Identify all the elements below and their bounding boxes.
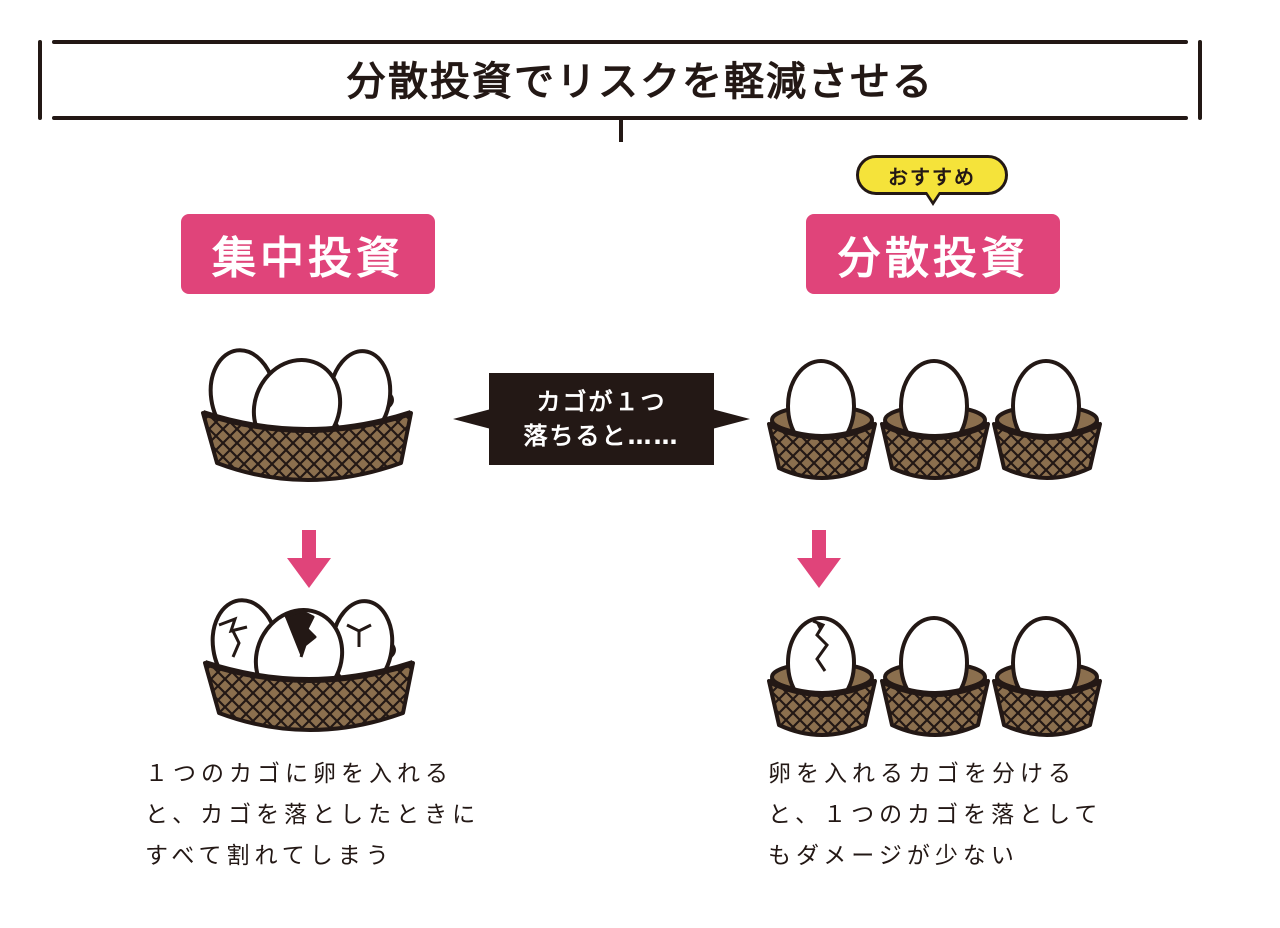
concentrated-caption: １つのカゴに卵を入れる と、カゴを落としたときに すべて割れてしまう (145, 754, 480, 877)
concentrated-investment-label: 集中投資 (181, 214, 435, 294)
title-connector (619, 120, 623, 142)
callout-arrow-right (712, 409, 750, 429)
single-basket-cracked-illustration (203, 598, 415, 732)
callout-arrow-left (453, 409, 491, 429)
single-basket-full-illustration (201, 348, 413, 482)
title-frame-left (38, 40, 42, 120)
basket-with-egg-2 (880, 359, 990, 480)
basket-with-egg-2-after (880, 616, 990, 737)
callout-line-1: カゴが１つ (536, 388, 667, 416)
title-frame-bottom (52, 116, 1188, 120)
caption-line: すべて割れてしまう (145, 843, 394, 869)
basket-with-egg-1 (767, 359, 877, 480)
caption-line: と、カゴを落としたときに (145, 802, 481, 828)
title-frame-right (1198, 40, 1202, 120)
page-title: 分散投資でリスクを軽減させる (346, 59, 934, 105)
diversified-investment-label: 分散投資 (806, 214, 1060, 294)
caption-line: １つのカゴに卵を入れる (145, 761, 453, 787)
down-arrow-icon (287, 530, 331, 588)
basket-with-egg-3-after (992, 616, 1102, 737)
callout-line-2: 落ちると…… (523, 422, 680, 450)
drop-basket-callout: カゴが１つ 落ちると…… (489, 373, 714, 465)
down-arrow-icon (797, 530, 841, 588)
diversified-caption: 卵を入れるカゴを分ける と、１つのカゴを落として もダメージが少ない (768, 754, 1102, 877)
recommend-badge: おすすめ (856, 155, 1008, 195)
caption-line: もダメージが少ない (768, 843, 1019, 869)
basket-with-cracked-egg (767, 616, 877, 737)
basket-with-egg-3 (992, 359, 1102, 480)
caption-line: 卵を入れるカゴを分ける (768, 761, 1076, 787)
caption-line: と、１つのカゴを落として (768, 802, 1103, 828)
title-frame-top (52, 40, 1188, 44)
